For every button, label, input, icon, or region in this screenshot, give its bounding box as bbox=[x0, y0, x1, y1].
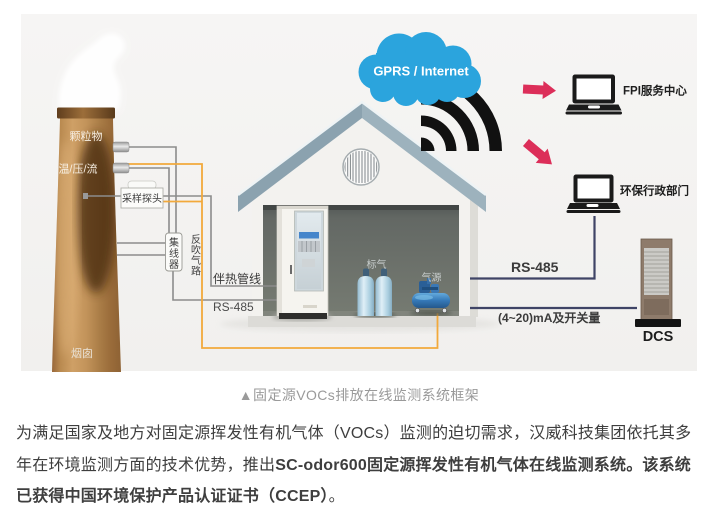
svg-text:集: 集 bbox=[169, 236, 179, 249]
svg-text:烟囱: 烟囱 bbox=[71, 346, 93, 360]
svg-text:吹: 吹 bbox=[191, 244, 201, 257]
svg-text:RS-485: RS-485 bbox=[511, 259, 559, 275]
svg-text:气: 气 bbox=[191, 254, 201, 267]
svg-text:(4~20)mA及开关量: (4~20)mA及开关量 bbox=[498, 310, 600, 325]
svg-text:RS-485: RS-485 bbox=[213, 300, 254, 314]
svg-text:采样探头: 采样探头 bbox=[122, 192, 162, 205]
svg-text:FPI服务中心: FPI服务中心 bbox=[623, 84, 687, 98]
svg-text:伴热管线: 伴热管线 bbox=[213, 271, 261, 286]
svg-text:器: 器 bbox=[169, 259, 179, 271]
svg-text:GPRS / Internet: GPRS / Internet bbox=[373, 64, 469, 79]
svg-text:温/压/流: 温/压/流 bbox=[58, 162, 97, 176]
svg-text:反: 反 bbox=[191, 234, 201, 246]
svg-text:线: 线 bbox=[169, 247, 179, 260]
svg-text:标气: 标气 bbox=[367, 258, 387, 271]
svg-text:路: 路 bbox=[191, 265, 201, 278]
svg-text:DCS: DCS bbox=[643, 329, 674, 345]
svg-text:颗粒物: 颗粒物 bbox=[70, 129, 103, 143]
svg-text:环保行政部门: 环保行政部门 bbox=[620, 184, 689, 198]
svg-text:气源: 气源 bbox=[422, 271, 442, 284]
